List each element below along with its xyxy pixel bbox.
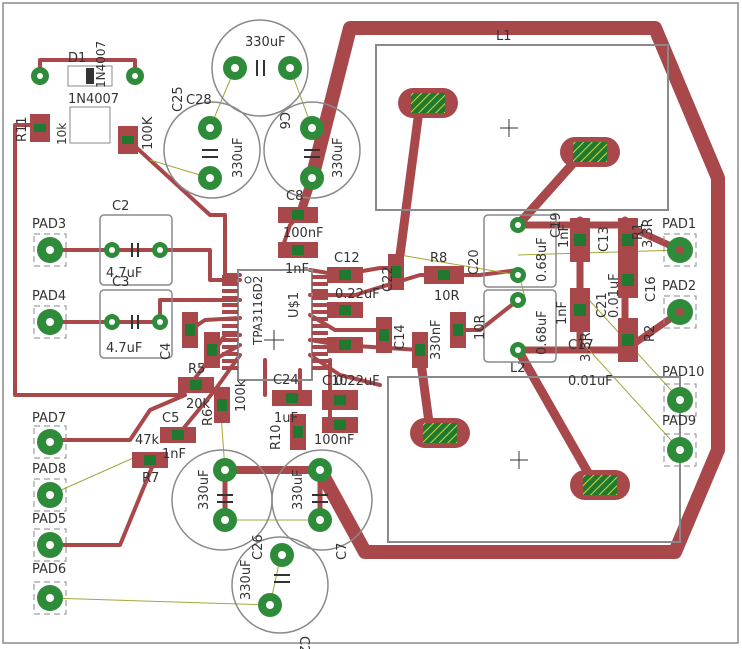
pad5-label: PAD5 <box>32 512 66 527</box>
c19-value: 0.68uF <box>535 237 550 282</box>
c7-label: C7 <box>335 543 350 560</box>
u1-label: U$1 <box>287 292 302 318</box>
pad10-label: PAD10 <box>662 365 704 380</box>
r5-value: 20k <box>186 397 211 412</box>
r7-label: R7 <box>142 471 159 486</box>
silkscreen-labels: D1 1N4007 1N4007 R11 10k 100K 330uF C25 … <box>15 35 704 649</box>
c17-label: C17 <box>568 338 594 353</box>
r10-label: R10 <box>269 424 284 450</box>
c15-value: 0.22uF <box>335 374 380 389</box>
c11-value: 330nF <box>429 319 444 360</box>
c16-label: C16 <box>644 276 659 302</box>
c8-label: C8 <box>286 189 303 204</box>
r8-label: R8 <box>430 251 447 266</box>
c27-label: C27 <box>296 636 311 649</box>
r1-value: 3.3R <box>641 218 656 248</box>
c6-label: C6 <box>276 112 291 129</box>
pad7-label: PAD7 <box>32 411 66 426</box>
inductor-l2: L2 <box>387 361 681 543</box>
c14-label: C14 <box>393 324 408 350</box>
c24-value: 1uF <box>274 411 298 426</box>
pad1-label: PAD1 <box>662 217 696 232</box>
pad4-label: PAD4 <box>32 289 66 304</box>
pad3-label: PAD3 <box>32 217 66 232</box>
c27-value: 330uF <box>331 137 346 178</box>
pad9-label: PAD9 <box>662 414 696 429</box>
c10-value: 100nF <box>314 433 355 448</box>
c28-value: 330uF <box>245 35 286 50</box>
d1-value-small: 1N4007 <box>94 41 108 88</box>
c5-label: C5 <box>162 411 179 426</box>
d1-value: 1N4007 <box>68 92 119 107</box>
c26-value: 330uF <box>239 559 254 600</box>
r11-value: 10k <box>55 123 69 145</box>
c17-value: 0.01uF <box>568 374 613 389</box>
c21-value: 1nF <box>555 301 570 325</box>
r1-label: R1 <box>631 223 646 240</box>
cap-symbols <box>131 60 328 583</box>
c23-value: 330uF <box>197 469 212 510</box>
c29-value: 330uF <box>291 469 306 510</box>
c21-label: C21 <box>595 292 610 318</box>
inductor-oval-pads <box>398 88 630 500</box>
c20-label: C20 <box>467 249 482 275</box>
c25-label: C25 <box>171 86 186 112</box>
c16-value: 0.01uF <box>607 273 622 318</box>
film-cap-outlines <box>99 214 557 363</box>
r3-value: 100K <box>141 116 156 150</box>
r8-value: 10R <box>434 289 460 304</box>
c4-label: C4 <box>159 343 174 360</box>
pad6-label: PAD6 <box>32 562 66 577</box>
pad2-label: PAD2 <box>662 279 696 294</box>
electrolytic-capacitors <box>163 19 373 634</box>
l2-label: L2 <box>510 361 526 376</box>
c28-label: C28 <box>186 93 212 108</box>
c13-label: C13 <box>597 226 612 252</box>
ic-tpa3116d2 <box>222 269 328 381</box>
c10-label: C10 <box>322 374 348 389</box>
r9-value: 10R <box>473 314 488 340</box>
c26-label: C26 <box>251 534 266 560</box>
through-hole-pads <box>31 56 526 617</box>
pad8-label: PAD8 <box>32 462 66 477</box>
smd-parts <box>30 65 638 468</box>
r7-value: 47k <box>135 433 160 448</box>
c12-value: 0.22uF <box>335 287 380 302</box>
d1-label: D1 <box>68 51 86 66</box>
c8-value: 100nF <box>283 226 324 241</box>
u1-part: TPA3116D2 <box>251 276 265 346</box>
c3-value: 4.7uF <box>106 341 142 356</box>
r6-label: R6 <box>201 409 216 426</box>
c12-label: C12 <box>334 251 360 266</box>
c18-value: 0.68uF <box>535 310 550 355</box>
c2-value: 4.7uF <box>106 266 142 281</box>
c9-value: 1nF <box>285 262 309 277</box>
r11-label: R11 <box>15 116 30 142</box>
c2-label: C2 <box>112 199 129 214</box>
r5-label: R5 <box>188 362 205 377</box>
c24-label: C24 <box>273 373 299 388</box>
c5-value: 1nF <box>162 447 186 462</box>
c13-value: 1nF <box>557 224 572 248</box>
c19-label: C19 <box>549 212 564 238</box>
r6-value: 100k <box>234 379 249 412</box>
r2-value: 3.3R <box>579 332 594 362</box>
c27-top-value: 330uF <box>231 137 246 178</box>
c22-label: C22 <box>381 266 396 292</box>
l1-label: L1 <box>496 29 512 44</box>
c3-label: C3 <box>112 275 129 290</box>
r2-label: R2 <box>643 325 658 342</box>
inductor-l1: L1 <box>375 29 669 211</box>
connector-pads <box>33 233 697 615</box>
